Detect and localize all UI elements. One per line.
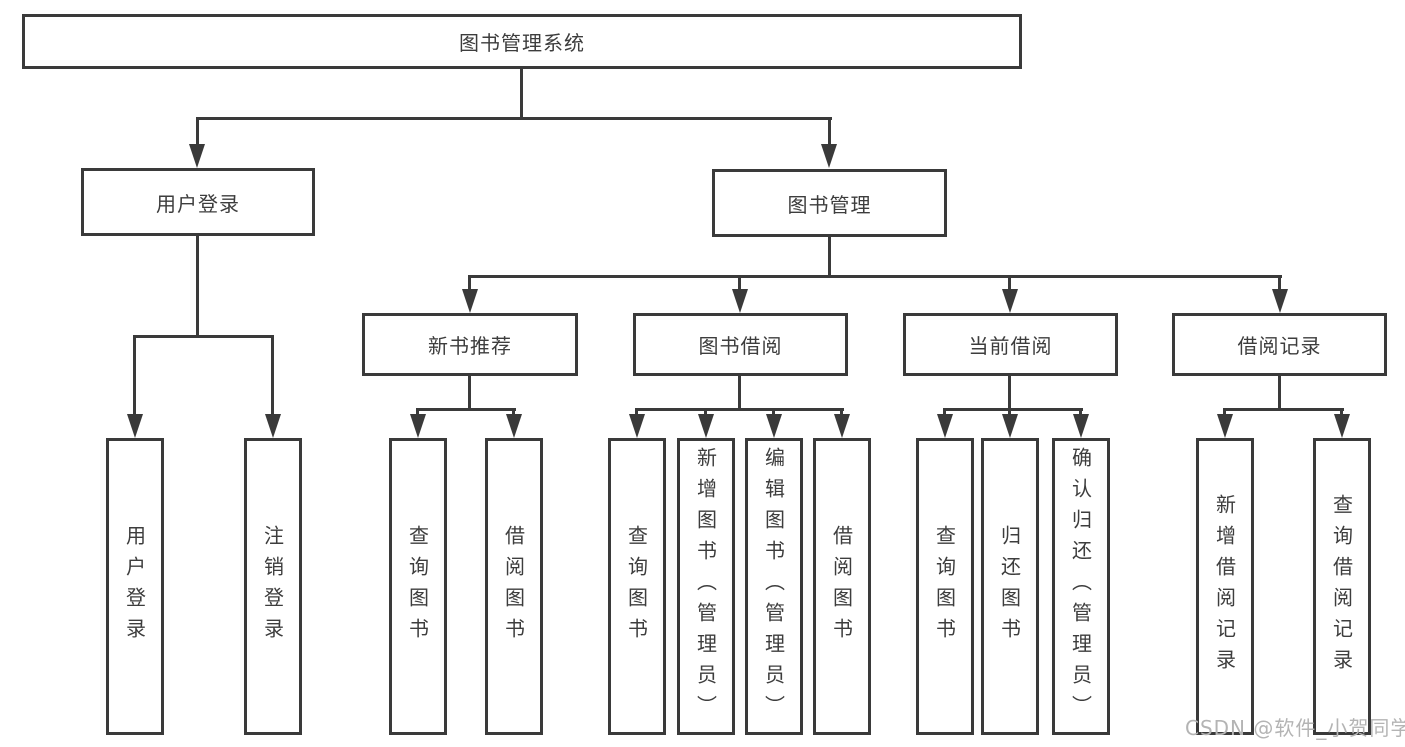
node-user-login-label: 用户登录 [156,191,240,216]
node-new-book-rec: 新书推荐 [362,313,578,376]
arrowhead-down-icon [1272,289,1288,313]
leaf-query-book-2: 查询图书 [608,438,666,735]
node-root-label: 图书管理系统 [459,31,585,55]
leaf-borrow-book-1-label: 借阅图书 [501,524,526,649]
arrowhead-down-icon [1334,414,1350,438]
connector-drop-book-borrow [738,275,741,292]
arrowhead-down-icon [127,414,143,438]
connector-drop [416,408,419,417]
connector-root-stem [520,69,523,120]
leaf-borrow-book-2: 借阅图书 [813,438,871,735]
leaf-confirm-return-label: 确认归还（管理员） [1068,447,1093,726]
arrowhead-down-icon [189,144,205,168]
connector-drop-current-borrow [1008,275,1011,292]
node-current-borrow-label: 当前借阅 [968,334,1053,358]
leaf-user-login-label: 用户登录 [122,524,147,649]
connector-current-borrow-stem [1008,376,1011,410]
arrowhead-down-icon [506,414,522,438]
leaf-confirm-return: 确认归还（管理员） [1052,438,1110,735]
node-borrow-record: 借阅记录 [1172,313,1387,376]
arrowhead-down-icon [462,289,478,313]
connector-drop [1008,408,1011,417]
connector-book-mgmt-stem [828,237,831,277]
node-new-book-rec-label: 新书推荐 [428,334,512,358]
arrowhead-down-icon [410,414,426,438]
arrowhead-down-icon [834,414,850,438]
leaf-query-record: 查询借阅记录 [1313,438,1371,735]
connector-drop [943,408,946,417]
connector-drop-book-mgmt [828,117,831,146]
leaf-query-book-3-label: 查询图书 [932,524,957,649]
connector-drop [1079,408,1082,417]
node-root: 图书管理系统 [22,14,1022,69]
connector-current-borrow-branch [943,408,1083,411]
arrowhead-down-icon [821,144,837,168]
leaf-edit-book-label: 编辑图书（管理员） [761,447,786,726]
leaf-logout: 注销登录 [244,438,302,735]
csdn-watermark: CSDN @软件_小贺同学 [1185,716,1405,740]
leaf-query-book-1: 查询图书 [389,438,447,735]
connector-drop-leaf-user-login [133,335,136,417]
connector-borrow-record-stem [1278,376,1281,410]
node-borrow-record-label: 借阅记录 [1237,334,1322,358]
leaf-borrow-book-1: 借阅图书 [485,438,543,735]
connector-drop-leaf-logout [271,335,274,417]
connector-book-mgmt-branch [468,275,1282,278]
arrowhead-down-icon [1002,414,1018,438]
connector-drop [512,408,515,417]
connector-borrow-record-branch [1223,408,1344,411]
leaf-logout-label: 注销登录 [260,524,285,649]
connector-book-borrow-branch [635,408,844,411]
connector-drop-borrow-record [1278,275,1281,292]
node-book-borrow-label: 图书借阅 [698,334,783,358]
arrowhead-down-icon [629,414,645,438]
arrowhead-down-icon [732,289,748,313]
node-user-login: 用户登录 [81,168,315,236]
leaf-borrow-book-2-label: 借阅图书 [829,524,854,649]
connector-book-borrow-stem [738,376,741,410]
leaf-query-record-label: 查询借阅记录 [1329,493,1354,680]
connector-user-login-branch [133,335,274,338]
connector-drop [635,408,638,417]
arrowhead-down-icon [265,414,281,438]
connector-new-book-rec-branch [416,408,516,411]
arrowhead-down-icon [1002,289,1018,313]
arrowhead-down-icon [766,414,782,438]
connector-drop [1340,408,1343,417]
connector-drop-new-book-rec [468,275,471,292]
node-book-mgmt-label: 图书管理 [787,192,872,217]
leaf-query-book-3: 查询图书 [916,438,974,735]
arrowhead-down-icon [1073,414,1089,438]
connector-drop [840,408,843,417]
connector-new-book-rec-stem [468,376,471,410]
arrowhead-down-icon [937,414,953,438]
leaf-add-book-label: 新增图书（管理员） [693,447,718,726]
leaf-query-book-2-label: 查询图书 [624,524,649,649]
node-current-borrow: 当前借阅 [903,313,1118,376]
leaf-user-login: 用户登录 [106,438,164,735]
connector-drop [772,408,775,417]
leaf-add-book: 新增图书（管理员） [677,438,735,735]
leaf-return-book: 归还图书 [981,438,1039,735]
leaf-query-book-1-label: 查询图书 [405,524,430,649]
connector-user-login-stem [196,236,199,338]
connector-drop [1223,408,1226,417]
leaf-add-record: 新增借阅记录 [1196,438,1254,735]
connector-drop-user-login [196,117,199,146]
node-book-mgmt: 图书管理 [712,169,947,237]
leaf-return-book-label: 归还图书 [997,524,1022,649]
connector-drop [704,408,707,417]
node-book-borrow: 图书借阅 [633,313,848,376]
leaf-add-record-label: 新增借阅记录 [1212,493,1237,680]
connector-root-branch [196,117,832,120]
leaf-edit-book: 编辑图书（管理员） [745,438,803,735]
arrowhead-down-icon [1217,414,1233,438]
arrowhead-down-icon [698,414,714,438]
